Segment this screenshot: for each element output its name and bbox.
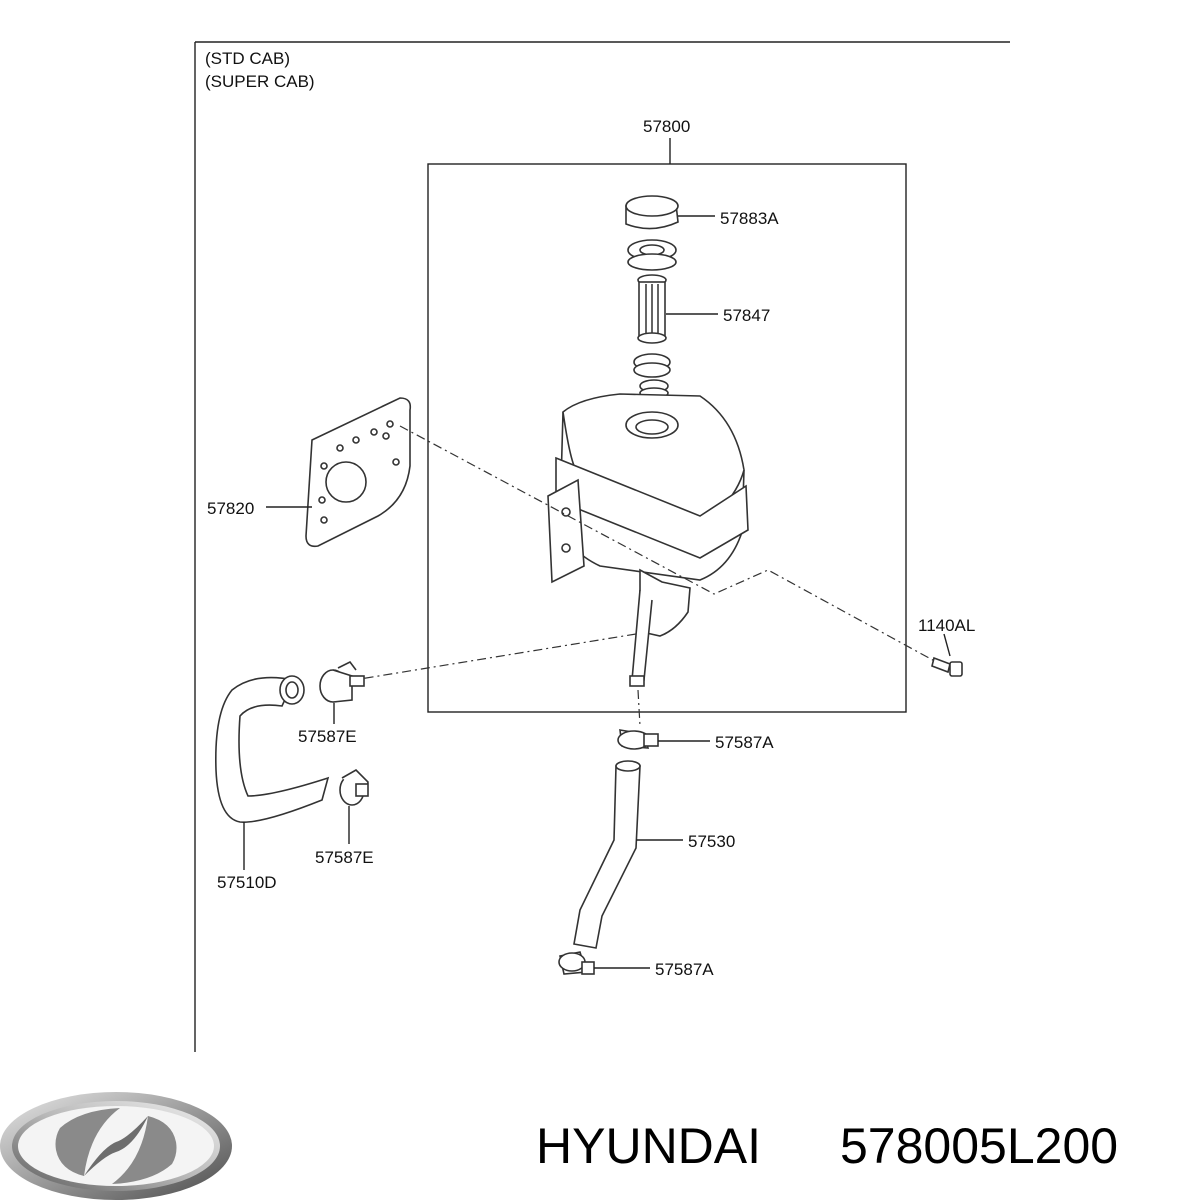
clamp-57587a-bottom — [558, 951, 650, 975]
mounting-plate — [266, 397, 412, 548]
strainer-filter — [637, 274, 718, 344]
header-note-super-cab: (SUPER CAB) — [205, 72, 315, 91]
label-57587E-bottom: 57587E — [315, 848, 374, 867]
label-57587E-top: 57587E — [298, 727, 357, 746]
seal-ring — [627, 239, 677, 271]
o-rings — [633, 353, 671, 399]
label-57587A-bottom: 57587A — [655, 960, 714, 979]
dashed-leaders — [353, 425, 941, 727]
bolt — [931, 633, 963, 677]
reservoir-tank — [547, 393, 749, 687]
diagram-frame — [194, 41, 1010, 1052]
clamp-57587e-bottom — [339, 769, 369, 844]
clamp-57587e-top — [319, 660, 365, 724]
hose-57510d — [215, 675, 330, 870]
hose-57530 — [573, 760, 683, 949]
label-57510D: 57510D — [217, 873, 277, 892]
footer-brand: HYUNDAI — [536, 1118, 761, 1174]
label-57530: 57530 — [688, 832, 735, 851]
label-57847: 57847 — [723, 306, 770, 325]
footer-part-number: 578005L200 — [840, 1118, 1118, 1174]
reservoir-cap — [625, 195, 715, 230]
header-note-std-cab: (STD CAB) — [205, 49, 290, 68]
assembly-box — [427, 138, 907, 713]
label-57820: 57820 — [207, 499, 254, 518]
hyundai-logo-icon — [0, 1092, 232, 1200]
label-57587A-top: 57587A — [715, 733, 774, 752]
label-57800: 57800 — [643, 117, 690, 136]
label-57883A: 57883A — [720, 209, 779, 228]
label-1140AL: 1140AL — [918, 616, 975, 635]
clamp-57587a-top — [617, 729, 710, 750]
